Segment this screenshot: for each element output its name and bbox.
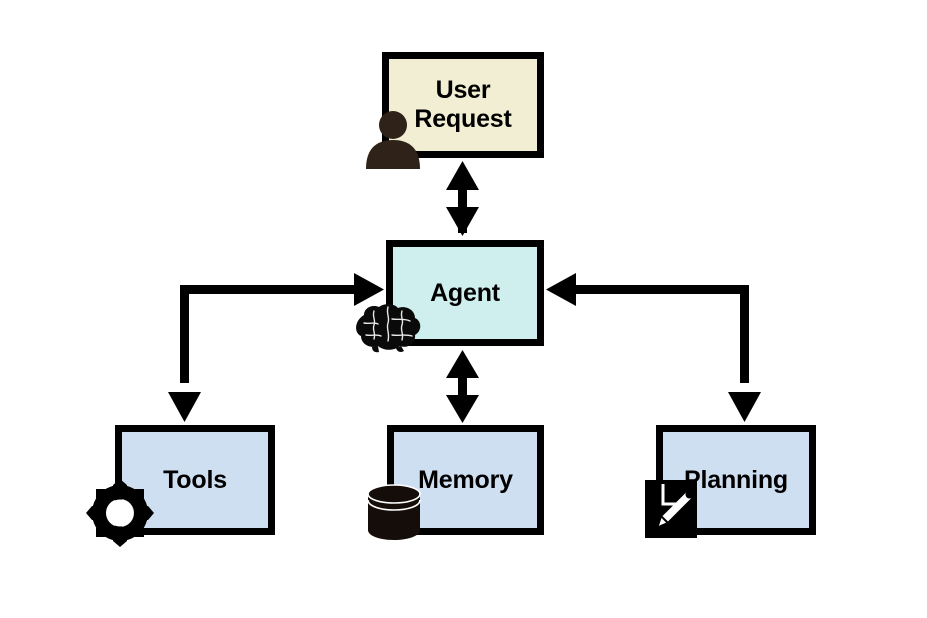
node-user-request[interactable]: User Request (382, 52, 544, 158)
node-planning[interactable]: Planning (656, 425, 816, 535)
node-memory[interactable]: Memory (387, 425, 544, 535)
edge-user-request-agent (446, 161, 479, 236)
node-label-tools: Tools (163, 465, 227, 494)
edge-tools-agent (168, 273, 384, 422)
node-label-agent: Agent (430, 278, 500, 307)
edge-agent-memory (446, 350, 479, 423)
node-tools[interactable]: Tools (115, 425, 275, 535)
edge-planning-agent (546, 273, 761, 422)
node-label-planning: Planning (684, 465, 788, 494)
node-label-user-request: User Request (414, 76, 512, 133)
node-label-memory: Memory (418, 465, 513, 494)
node-agent[interactable]: Agent (386, 240, 544, 346)
